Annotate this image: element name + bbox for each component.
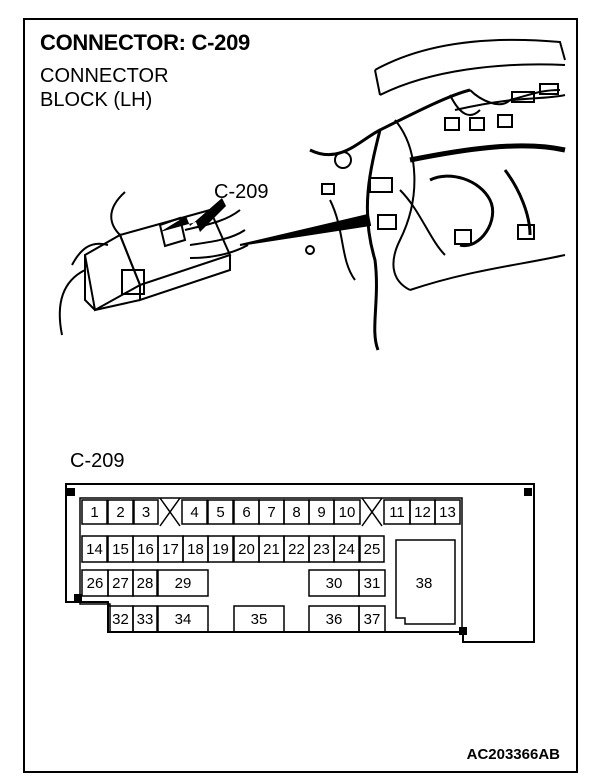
pin-5-label: 5 <box>216 504 224 521</box>
pin-24-label: 24 <box>338 541 355 558</box>
pin-38-cell <box>395 539 456 625</box>
pin-13-label: 13 <box>439 504 456 521</box>
pin-7-label: 7 <box>267 504 275 521</box>
pin-9-label: 9 <box>317 504 325 521</box>
pin-33-label: 33 <box>137 611 154 628</box>
pin-32-label: 32 <box>112 611 129 628</box>
pointer-arrow-icon <box>160 198 226 232</box>
reference-code: AC203366AB <box>466 746 560 763</box>
pin-22-label: 22 <box>288 541 305 558</box>
pin-2-label: 2 <box>116 504 124 521</box>
pin-15-label: 15 <box>112 541 129 558</box>
pin-34-cell <box>157 605 209 633</box>
pin-28-label: 28 <box>137 575 154 592</box>
pin-5-cell <box>207 499 234 525</box>
pin-8-label: 8 <box>292 504 300 521</box>
pin-29-label: 29 <box>175 575 192 592</box>
pin-17-label: 17 <box>162 541 179 558</box>
pin-19-cell <box>207 535 234 563</box>
pin-25-cell <box>359 535 385 563</box>
pin-31-label: 31 <box>364 575 381 592</box>
pin-25-label: 25 <box>364 541 381 558</box>
pin-2-cell <box>107 499 134 525</box>
location-label: CONNECTOR BLOCK (LH) <box>40 64 169 112</box>
pin-10-cell <box>333 499 361 525</box>
pin-18-label: 18 <box>187 541 204 558</box>
pin-11-label: 11 <box>389 504 405 521</box>
pin-20-label: 20 <box>238 541 255 558</box>
pin-14-cell <box>81 535 108 563</box>
pin-10-label: 10 <box>339 504 356 521</box>
pin-28-cell <box>132 569 158 597</box>
pin-12-label: 12 <box>414 504 431 521</box>
pin-31-cell <box>358 569 386 597</box>
diagram-frame <box>23 18 578 773</box>
pin-14-label: 14 <box>86 541 103 558</box>
pin-19-label: 19 <box>212 541 229 558</box>
pin-29-cell <box>157 569 209 597</box>
pin-36-label: 36 <box>326 611 343 628</box>
pin-3-label: 3 <box>142 504 150 521</box>
location-label-line1: CONNECTOR <box>40 65 169 87</box>
pin-1-cell <box>81 499 108 525</box>
callout-label: C-209 <box>214 181 268 203</box>
pin-13-cell <box>434 499 461 525</box>
pin-3-cell <box>133 499 159 525</box>
pin-35-label: 35 <box>251 611 268 628</box>
pin-16-label: 16 <box>137 541 154 558</box>
pin-24-cell <box>333 535 360 563</box>
pin-4-cell <box>181 499 208 525</box>
blocked-cavity-2 <box>361 497 383 527</box>
pin-37-label: 37 <box>364 611 381 628</box>
pin-1-label: 1 <box>90 504 98 521</box>
pin-30-label: 30 <box>326 575 343 592</box>
pin-26-label: 26 <box>87 575 104 592</box>
location-label-line2: BLOCK (LH) <box>40 89 153 111</box>
pin-21-label: 21 <box>263 541 280 558</box>
page-title: CONNECTOR: C-209 <box>40 30 250 55</box>
pin-35-cell <box>233 605 285 633</box>
pin-6-label: 6 <box>242 504 250 521</box>
pin-27-label: 27 <box>112 575 129 592</box>
pin-33-cell <box>132 605 158 633</box>
pin-38-label: 38 <box>416 575 433 592</box>
pin-4-label: 4 <box>190 504 198 521</box>
pinout-title: C-209 <box>70 450 125 472</box>
blocked-cavity-1 <box>159 497 181 527</box>
pin-37-cell <box>358 605 386 633</box>
pin-23-label: 23 <box>313 541 330 558</box>
pin-34-label: 34 <box>175 611 192 628</box>
